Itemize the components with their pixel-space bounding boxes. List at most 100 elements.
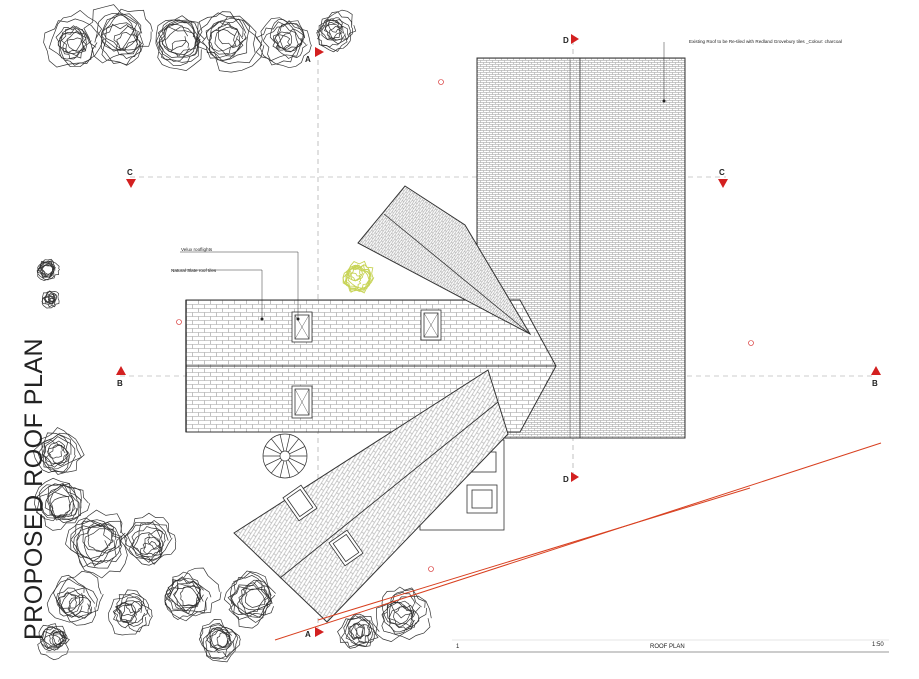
tree-scribble <box>67 597 93 619</box>
tree-scribble <box>277 22 306 53</box>
tree-scribble <box>100 23 144 66</box>
tree-scribble <box>81 509 126 554</box>
tree-scribble <box>41 263 54 276</box>
tree-scribble <box>355 624 376 644</box>
tree-scribble <box>132 520 177 565</box>
annotation-slate-tiles: Natural Slate roof tiles <box>171 268 217 273</box>
label-d-bottom: D <box>563 475 569 484</box>
marker-a-top <box>315 47 324 57</box>
tree-scribble <box>113 602 136 623</box>
tree-scribble <box>197 11 251 62</box>
tree-scribble <box>164 576 202 615</box>
tree-scribble <box>208 17 265 73</box>
tree-scribble <box>274 22 305 52</box>
tree-scribble <box>316 18 352 53</box>
tree-scribble <box>128 532 162 566</box>
stair-tread <box>289 446 305 455</box>
label-a-top: A <box>305 55 311 64</box>
tree-scribble <box>218 18 247 49</box>
stair-tread <box>265 446 281 455</box>
tree-scribble <box>44 625 66 649</box>
tree-scribble <box>72 520 128 579</box>
tree-scribble <box>223 575 268 615</box>
tree-foliage <box>32 4 432 663</box>
stair-tread <box>279 460 285 478</box>
tree-scribble <box>83 4 143 64</box>
tree-scribble <box>386 587 428 628</box>
tree-scribble <box>118 600 146 624</box>
annotation-leaders <box>172 42 665 318</box>
tree-scribble <box>37 427 82 470</box>
tree-scribble <box>272 31 293 50</box>
tree-scribble <box>51 633 67 649</box>
tree-scribble <box>57 32 88 60</box>
tree-scribble <box>38 482 75 519</box>
tree-scribble <box>100 14 138 52</box>
tree-scribble <box>142 536 162 556</box>
label-c-left: C <box>127 168 133 177</box>
marker-d-top <box>571 34 579 44</box>
tree-scribble <box>345 616 374 646</box>
tree-scribble <box>241 579 272 611</box>
tree-scribble <box>230 570 276 615</box>
tree-scribble <box>158 26 200 67</box>
stair-tread <box>265 457 281 466</box>
tree-scribble <box>147 529 166 550</box>
rooflight-5 <box>328 529 364 567</box>
title-block: 1 ROOF PLAN 1:50 <box>46 639 889 653</box>
tree-scribble <box>53 574 85 609</box>
tree-scribble <box>195 12 247 59</box>
tree-scribble <box>393 604 420 631</box>
title-block-scale: 1:50 <box>872 642 884 648</box>
tree-scribble <box>46 578 96 623</box>
tree-scribble <box>36 484 82 531</box>
tree-scribble <box>206 21 238 52</box>
tree-scribble <box>170 40 190 58</box>
title-block-number: 1 <box>456 644 460 650</box>
label-b-right: B <box>872 379 878 388</box>
tree-scribble <box>275 28 308 59</box>
marker-a-bottom <box>315 627 324 637</box>
tree-scribble <box>230 571 276 619</box>
tree-scribble <box>390 591 416 619</box>
annotation-rooflights: Velux rooflights <box>181 247 213 252</box>
title-block-title: ROOF PLAN <box>650 644 685 650</box>
tree-scribble <box>68 594 91 619</box>
marker-c-left <box>126 179 136 188</box>
tree-scribble <box>227 584 269 623</box>
tree-scribble <box>259 17 303 62</box>
label-c-right: C <box>719 168 725 177</box>
tree-scribble <box>140 540 163 562</box>
tree-scribble <box>65 517 112 562</box>
tree-scribble <box>119 521 169 561</box>
tree-scribble <box>47 483 82 521</box>
stair-tread <box>289 457 305 466</box>
tree-scribble <box>101 22 143 66</box>
marker-c-right <box>718 179 728 188</box>
tree-scribble <box>209 626 230 648</box>
rooflight-3 <box>291 385 313 419</box>
spiral-stair <box>262 433 308 479</box>
tree-scribble <box>205 628 239 663</box>
tree-scribble <box>70 525 116 568</box>
stair-tread <box>285 434 291 452</box>
section-markers <box>116 34 881 637</box>
tree-scribble <box>38 623 65 649</box>
site-boundary-line <box>274 442 882 641</box>
tree-scribble <box>116 589 144 617</box>
rooflight-2 <box>420 309 442 341</box>
tree-scribble <box>43 290 60 308</box>
tree-scribble <box>269 19 305 50</box>
tree-scribble <box>43 18 98 68</box>
vertical-sheet-title: PROPOSED ROOF PLAN <box>20 337 48 640</box>
tree-scribble <box>173 567 222 617</box>
tree-scribble <box>45 445 69 468</box>
tree-scribble <box>36 261 56 281</box>
tree-scribble <box>44 483 82 519</box>
stair-tread <box>287 459 299 474</box>
tree-scribble <box>131 526 163 558</box>
tree-scribble <box>344 264 372 291</box>
stair-tread <box>271 438 283 453</box>
tree-scribble <box>238 582 272 617</box>
label-d-top: D <box>563 36 569 45</box>
